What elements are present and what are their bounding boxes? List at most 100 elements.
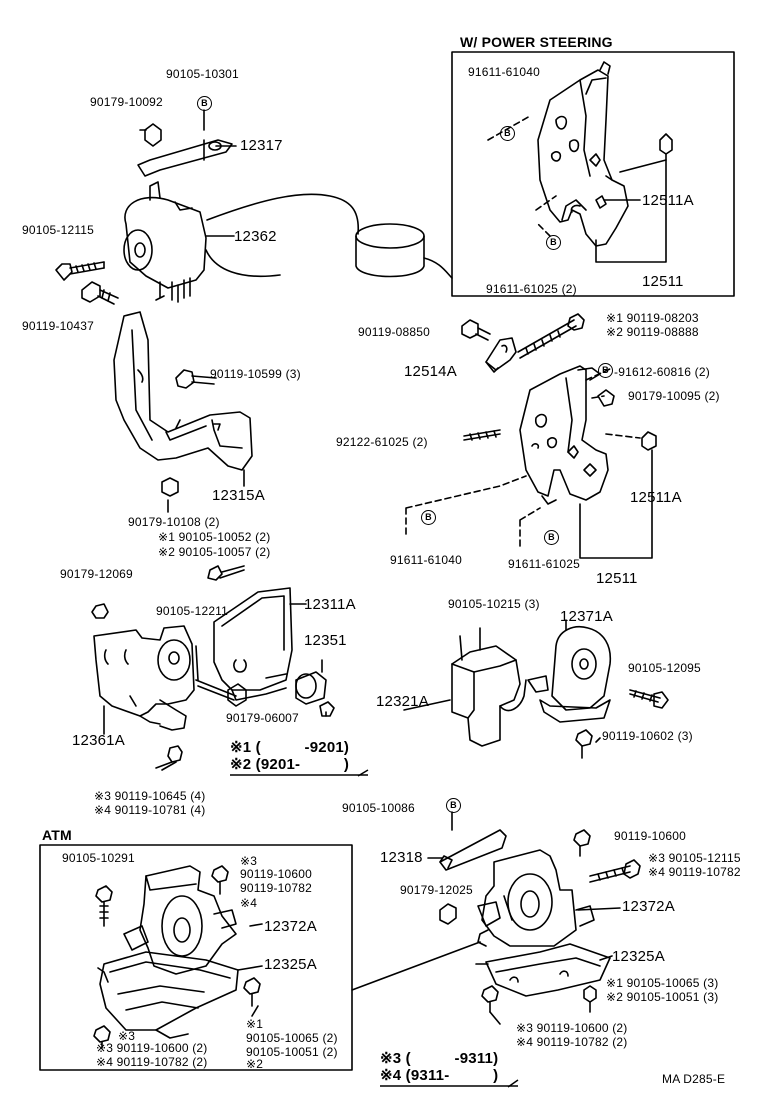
label-91611-61025: 91611-61025 [508, 557, 581, 571]
badge-b-icon: B [544, 530, 559, 545]
bracket-12511 [519, 365, 609, 505]
label-atm-90105-10291: 90105-10291 [62, 851, 135, 865]
label-90179-10108: 90179-10108 (2) [128, 515, 220, 529]
label-90105-10215: 90105-10215 (3) [448, 597, 540, 611]
label-12318: 12318 [380, 849, 423, 866]
label-91612-60816: -91612-60816 (2) [614, 365, 710, 379]
label-90179-12025: 90179-12025 [400, 883, 473, 897]
label-90119-10781: ※4 90119-10781 (4) [94, 803, 206, 817]
cushion-12351 [295, 671, 335, 717]
label-atm-90105-10051: 90105-10051 (2) [246, 1045, 338, 1059]
label-90119-10600: 90119-10600 [614, 829, 687, 843]
bolt-90105-12211 [195, 645, 247, 707]
label-92122-61025: 92122-61025 (2) [336, 435, 428, 449]
label-90105-10065-r1: ※1 90105-10065 (3) [606, 976, 719, 990]
mount-12371A [527, 626, 612, 723]
label-91611-61040: 91611-61040 [390, 553, 463, 567]
label-90105-12115: 90105-12115 [22, 223, 95, 237]
label-atm-bl-90119-10600: ※3 90119-10600 (2) [96, 1041, 208, 1055]
label-90179-10092: 90179-10092 [90, 95, 163, 109]
badge-b-icon: B [598, 363, 613, 378]
label-12315A: 12315A [212, 487, 265, 504]
badge-b-icon: B [546, 235, 561, 250]
diagram-code: MA D285-E [662, 1072, 726, 1086]
label-90179-12069: 90179-12069 [60, 567, 133, 581]
label-90119-08850: 90119-08850 [358, 325, 431, 339]
stay-12318 [439, 811, 507, 871]
bolt-90105-12115 [55, 261, 105, 281]
label-12514A: 12514A [404, 363, 457, 380]
label-atm-star3: ※3 [240, 854, 258, 868]
badge-b-icon: B [421, 510, 436, 525]
label-12321A: 12321A [376, 693, 429, 710]
mount-12372A-right [477, 849, 595, 947]
label-90105-12095: 90105-12095 [628, 661, 701, 675]
label-12362: 12362 [234, 228, 277, 245]
label-12317: 12317 [240, 137, 283, 154]
bracket-12325A-right [485, 943, 611, 997]
label-90119-10602: 90119-10602 (3) [602, 729, 693, 743]
label-ps-12511A: 12511A [642, 192, 694, 209]
atm-bracket-12325A [97, 951, 239, 1039]
label-90119-08203: ※1 90119-08203 [606, 311, 699, 325]
label-atm-bl-90119-10782: ※4 90119-10782 (2) [96, 1055, 208, 1069]
note-star2: ※2 (9201- ) [230, 756, 350, 773]
bolt-90119-08203 [517, 313, 585, 359]
label-90119-10782-r4b: ※4 90119-10782 (2) [516, 1035, 628, 1049]
label-12372A-right: 12372A [622, 898, 675, 915]
label-90105-10086: 90105-10086 [342, 801, 415, 815]
badge-b-icon: B [197, 96, 212, 111]
note-star3: ※3 ( -9311) [380, 1050, 499, 1067]
label-atm-12372A: 12372A [264, 918, 317, 935]
ps-dash-3 [537, 223, 551, 237]
label-ps-91611-61025: 91611-61025 (2) [486, 282, 577, 296]
label-atm-12325A: 12325A [264, 956, 317, 973]
ps-bracket-12511 [537, 61, 629, 247]
section-title-atm: ATM [42, 827, 72, 843]
label-12511A: 12511A [630, 489, 682, 506]
label-90119-08888: ※2 90119-08888 [606, 325, 699, 339]
label-12325A-right: 12325A [612, 948, 665, 965]
label-atm-bl-star3: ※3 [118, 1029, 136, 1043]
label-12351: 12351 [304, 632, 347, 649]
bolt-90119-10599 [175, 369, 217, 389]
label-ps-91611-61040: 91611-61040 [468, 65, 541, 79]
power-steering-frame [451, 51, 735, 297]
label-12311A: 12311A [304, 596, 356, 613]
bracket-12514A [485, 337, 517, 373]
label-atm-90119-10782: 90119-10782 [240, 881, 313, 895]
bracket-12321A [451, 627, 527, 747]
badge-b-icon: B [446, 798, 461, 813]
reservoir [355, 223, 453, 279]
label-atm-star1: ※1 [246, 1017, 264, 1031]
label-12511: 12511 [596, 570, 638, 587]
label-90105-10301: 90105-10301 [166, 67, 239, 81]
label-ps-12511: 12511 [642, 273, 684, 290]
bracket-12311A [213, 587, 293, 701]
ps-dash-2 [535, 195, 557, 211]
label-atm-star2: ※2 [246, 1057, 264, 1071]
label-90119-10782-r4: ※4 90119-10782 [648, 865, 741, 879]
label-90105-12211: 90105-12211 [156, 604, 229, 618]
bracket-12315A [113, 311, 253, 471]
label-12371A: 12371A [560, 608, 613, 625]
badge-b-icon: B [500, 126, 515, 141]
note-star1: ※1 ( -9201) [230, 739, 350, 756]
note-star4: ※4 (9311- ) [380, 1067, 499, 1084]
section-title-power-steering: W/ POWER STEERING [460, 34, 613, 50]
label-90119-10599: 90119-10599 (3) [210, 367, 301, 381]
label-90179-10095: 90179-10095 (2) [628, 389, 720, 403]
label-90179-06007: 90179-06007 [226, 711, 299, 725]
label-atm-star4: ※4 [240, 896, 258, 910]
bolt-90119-10645 [155, 745, 183, 771]
label-90105-12115-r3: ※3 90105-12115 [648, 851, 741, 865]
label-90119-10600-r3: ※3 90119-10600 (2) [516, 1021, 628, 1035]
label-atm-90105-10065: 90105-10065 (2) [246, 1031, 338, 1045]
label-12361A: 12361A [72, 732, 125, 749]
atm-frame [39, 844, 353, 1071]
label-90105-10052: ※1 90105-10052 (2) [158, 530, 271, 544]
label-atm-90119-10600: 90119-10600 [240, 867, 313, 881]
label-90105-10057: ※2 90105-10057 (2) [158, 545, 271, 559]
engine-mount-12362 [123, 139, 359, 303]
